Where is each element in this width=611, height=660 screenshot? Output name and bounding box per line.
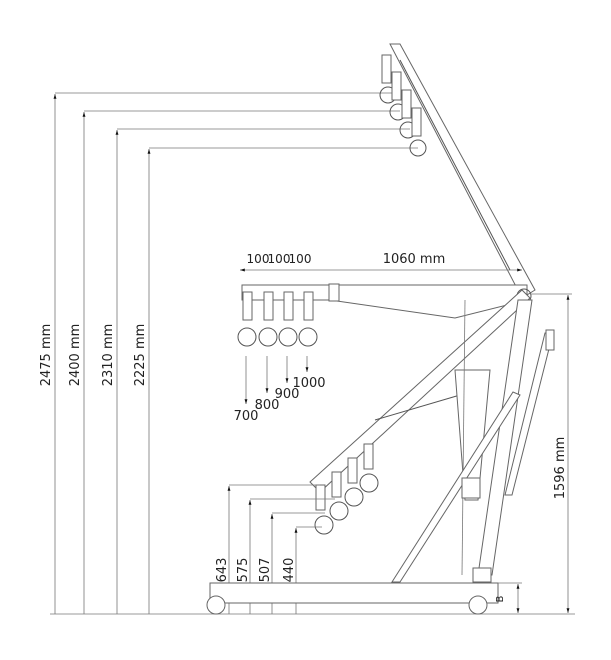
- capacity-1000: 1000: [292, 376, 325, 391]
- capacity-800: 800: [255, 398, 280, 413]
- boom-hooks: [237, 291, 318, 347]
- capacity-700: 700: [234, 409, 259, 424]
- raised-hooks: [379, 54, 427, 157]
- height-label-575: 575: [236, 558, 251, 583]
- horizontal-boom: 1060 mm 100 100 100 700 800 900 1000: [234, 252, 532, 424]
- height-label-2310: 2310 mm: [101, 324, 116, 387]
- height-label-440: 440: [282, 558, 297, 583]
- rear-wheel: [206, 595, 226, 615]
- capacity-900: 900: [275, 387, 300, 402]
- pivot-height-label: 1596 mm: [553, 437, 568, 500]
- height-label-643: 643: [215, 558, 230, 583]
- extension-step-1: 100: [247, 252, 270, 266]
- boom-reach-label: 1060 mm: [383, 252, 446, 267]
- crane-frame: [391, 299, 555, 583]
- height-label-2475: 2475 mm: [39, 324, 54, 387]
- top-height-dimensions: 2475 mm 2400 mm 2310 mm 2225 mm: [39, 92, 418, 614]
- height-label-2400: 2400 mm: [68, 324, 83, 387]
- raised-boom: [379, 43, 536, 299]
- crane-base: B: [206, 582, 522, 615]
- front-wheel: [468, 595, 488, 615]
- extension-step-2: 100: [268, 252, 291, 266]
- height-label-2225: 2225 mm: [133, 324, 148, 387]
- extension-step-3: 100: [289, 252, 312, 266]
- base-height-label: B: [495, 595, 506, 602]
- height-label-507: 507: [258, 558, 273, 583]
- lowered-boom: [309, 289, 531, 535]
